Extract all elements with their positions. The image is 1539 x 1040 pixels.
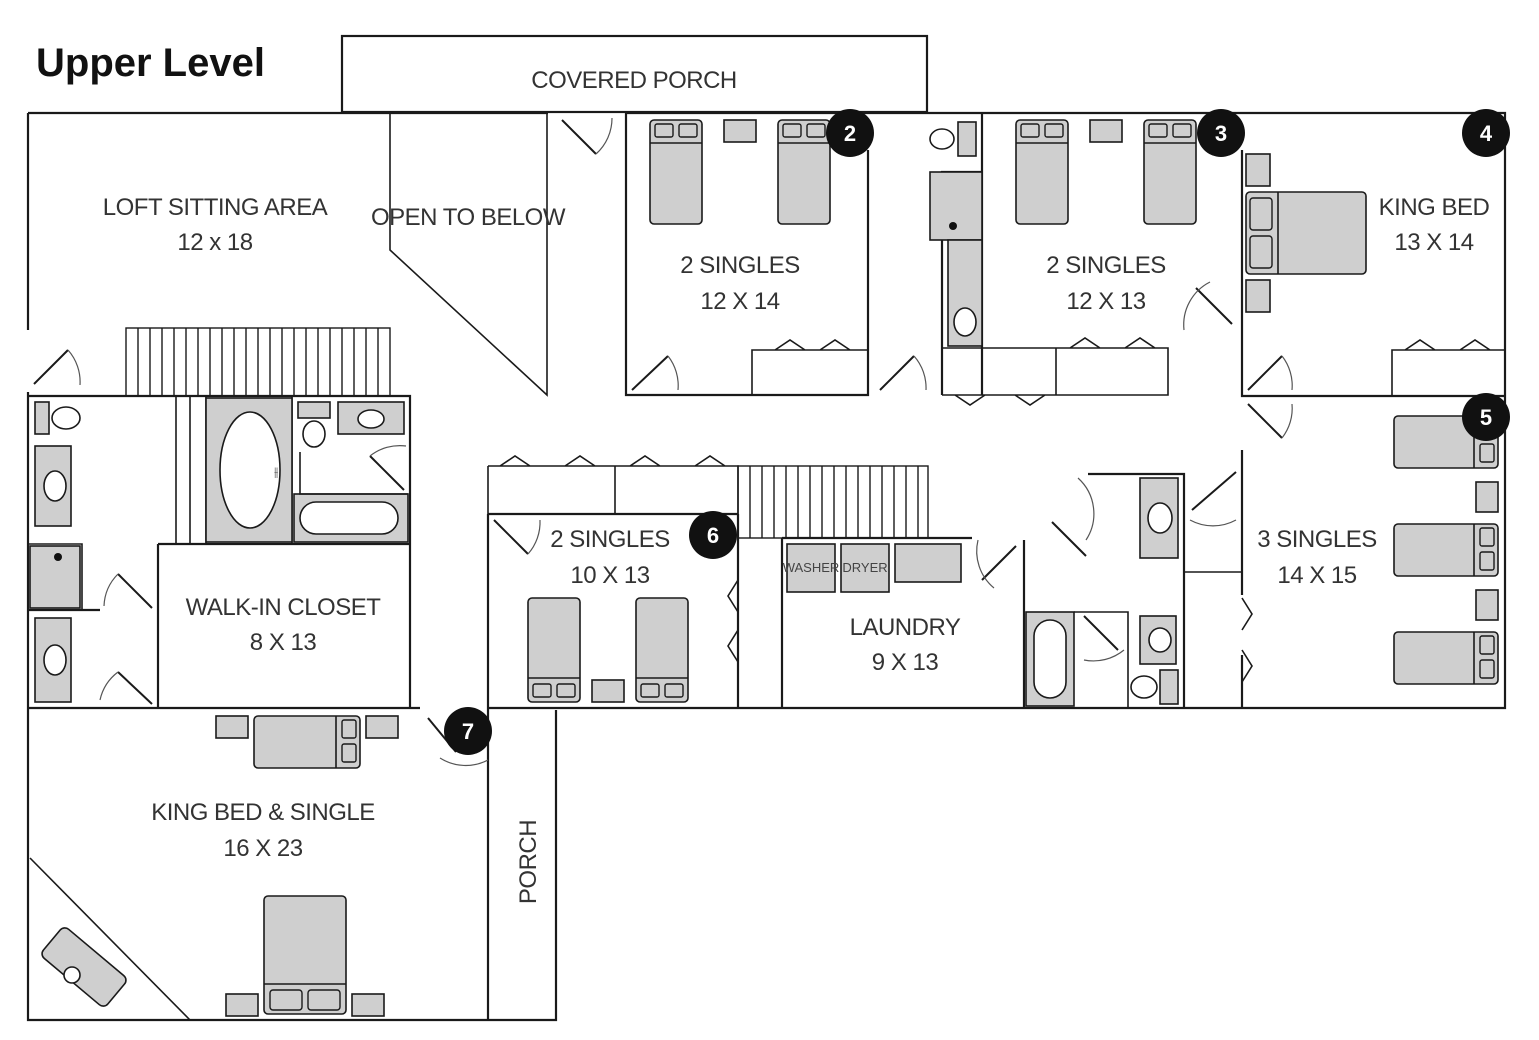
laundry-counter [894, 543, 962, 583]
room5-bed-3 [1393, 631, 1499, 685]
room3-nightstand [1089, 119, 1123, 143]
svg-text:5: 5 [1480, 405, 1492, 430]
room4-size: 13 X 14 [1394, 229, 1473, 256]
room3-bed-2 [1143, 119, 1197, 225]
room5-bath [1022, 472, 1242, 708]
room6-bed-1 [527, 597, 581, 703]
room5-nightstand [1475, 589, 1499, 621]
sink-icon [34, 617, 72, 703]
room5-bed-2 [1393, 523, 1499, 577]
dryer-icon [840, 543, 890, 593]
faucet-icon: ⫲ [274, 464, 278, 479]
svg-text:7: 7 [462, 719, 474, 744]
room-marker-6: 6 [689, 511, 737, 559]
room7-size: 16 X 23 [223, 835, 302, 862]
center-stairs [737, 465, 929, 539]
laundry-name: LAUNDRY [850, 614, 961, 641]
room4-king-bed [1245, 153, 1367, 313]
loft-size: 12 x 18 [177, 229, 252, 256]
room6-side-closet [727, 579, 739, 663]
room7-chaise [29, 857, 191, 1021]
sink-icon [34, 445, 72, 527]
laundry-size: 9 X 13 [872, 649, 939, 676]
room-marker-5: 5 [1462, 393, 1510, 441]
room6-nightstand [591, 679, 625, 703]
room6-name: 2 SINGLES [550, 526, 670, 553]
walkin-size: 8 X 13 [250, 629, 317, 656]
porch-label: PORCH [515, 820, 542, 904]
master-toilet-icon [34, 401, 81, 435]
svg-text:6: 6 [707, 523, 719, 548]
room3-size: 12 X 13 [1066, 288, 1145, 315]
open-to-below-area [389, 113, 548, 397]
room6-bed-2 [635, 597, 689, 703]
room7-single-bed [215, 715, 399, 769]
sink-icon [337, 401, 405, 435]
bath-partition [299, 452, 408, 495]
room4-name: KING BED [1379, 194, 1490, 221]
dryer-label: DRYER [842, 560, 887, 575]
room3-bed-1 [1015, 119, 1069, 225]
room5-side-closet [1241, 597, 1253, 683]
room-marker-7: 7 [444, 707, 492, 755]
shower-head-icon [54, 553, 62, 561]
svg-text:3: 3 [1215, 121, 1227, 146]
room2-size: 12 X 14 [700, 288, 779, 315]
room-marker-4: 4 [1462, 109, 1510, 157]
room-marker-3: 3 [1197, 109, 1245, 157]
hall-bath [929, 113, 984, 395]
loft-name: LOFT SITTING AREA [103, 194, 328, 221]
room2-nightstand [723, 119, 757, 143]
room5-name: 3 SINGLES [1257, 526, 1377, 553]
svg-text:2: 2 [844, 121, 856, 146]
room2-bed-2 [777, 119, 831, 225]
hall-closet [942, 337, 1169, 406]
room4-walls [1240, 150, 1505, 398]
room4-closet [1391, 339, 1505, 396]
plan-title: Upper Level [36, 41, 265, 85]
loft-stairs [125, 327, 391, 397]
toilet-icon [297, 401, 331, 448]
room2-bed-1 [649, 119, 703, 225]
doors [33, 117, 1293, 767]
walkin-name: WALK-IN CLOSET [186, 594, 382, 621]
covered-porch-label: COVERED PORCH [531, 67, 737, 94]
open-to-below-label: OPEN TO BELOW [371, 204, 566, 231]
room5-nightstand [1475, 481, 1499, 513]
room6-closet [487, 455, 739, 514]
tub-basin [219, 411, 281, 529]
room6-size: 10 X 13 [570, 562, 649, 589]
room3-name: 2 SINGLES [1046, 252, 1166, 279]
room2-closet [751, 339, 868, 395]
washer-label: WASHER [783, 560, 840, 575]
svg-text:4: 4 [1480, 121, 1493, 146]
room5-size: 14 X 15 [1277, 562, 1356, 589]
room-marker-2: 2 [826, 109, 874, 157]
room7-king-bed [225, 895, 385, 1017]
washer-icon [786, 543, 836, 593]
room2-name: 2 SINGLES [680, 252, 800, 279]
room2-walls [624, 113, 870, 397]
room7-name: KING BED & SINGLE [151, 799, 375, 826]
bathtub-icon [293, 493, 409, 543]
